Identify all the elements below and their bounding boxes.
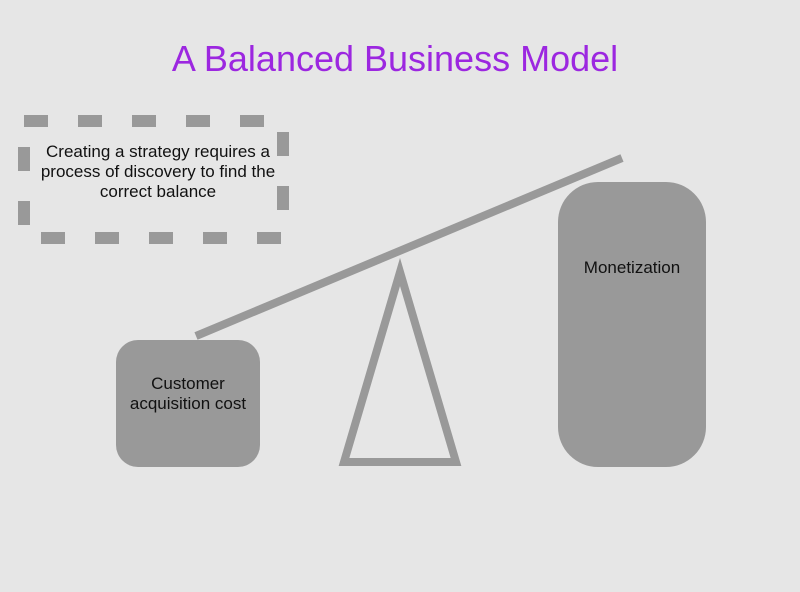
monetization-label: Monetization [583, 258, 681, 277]
seesaw-beam [194, 154, 624, 340]
customer-acquisition-cost-label: Customer acquisition cost [129, 374, 247, 413]
note-frame [18, 115, 289, 244]
monetization-block: Monetization [558, 182, 706, 467]
note-text: Creating a strategy requires a process o… [40, 142, 276, 201]
customer-acquisition-cost-block: Customer acquisition cost [116, 340, 260, 467]
diagram-title: A Balanced Business Model [171, 38, 619, 79]
fulcrum-triangle [338, 257, 462, 466]
